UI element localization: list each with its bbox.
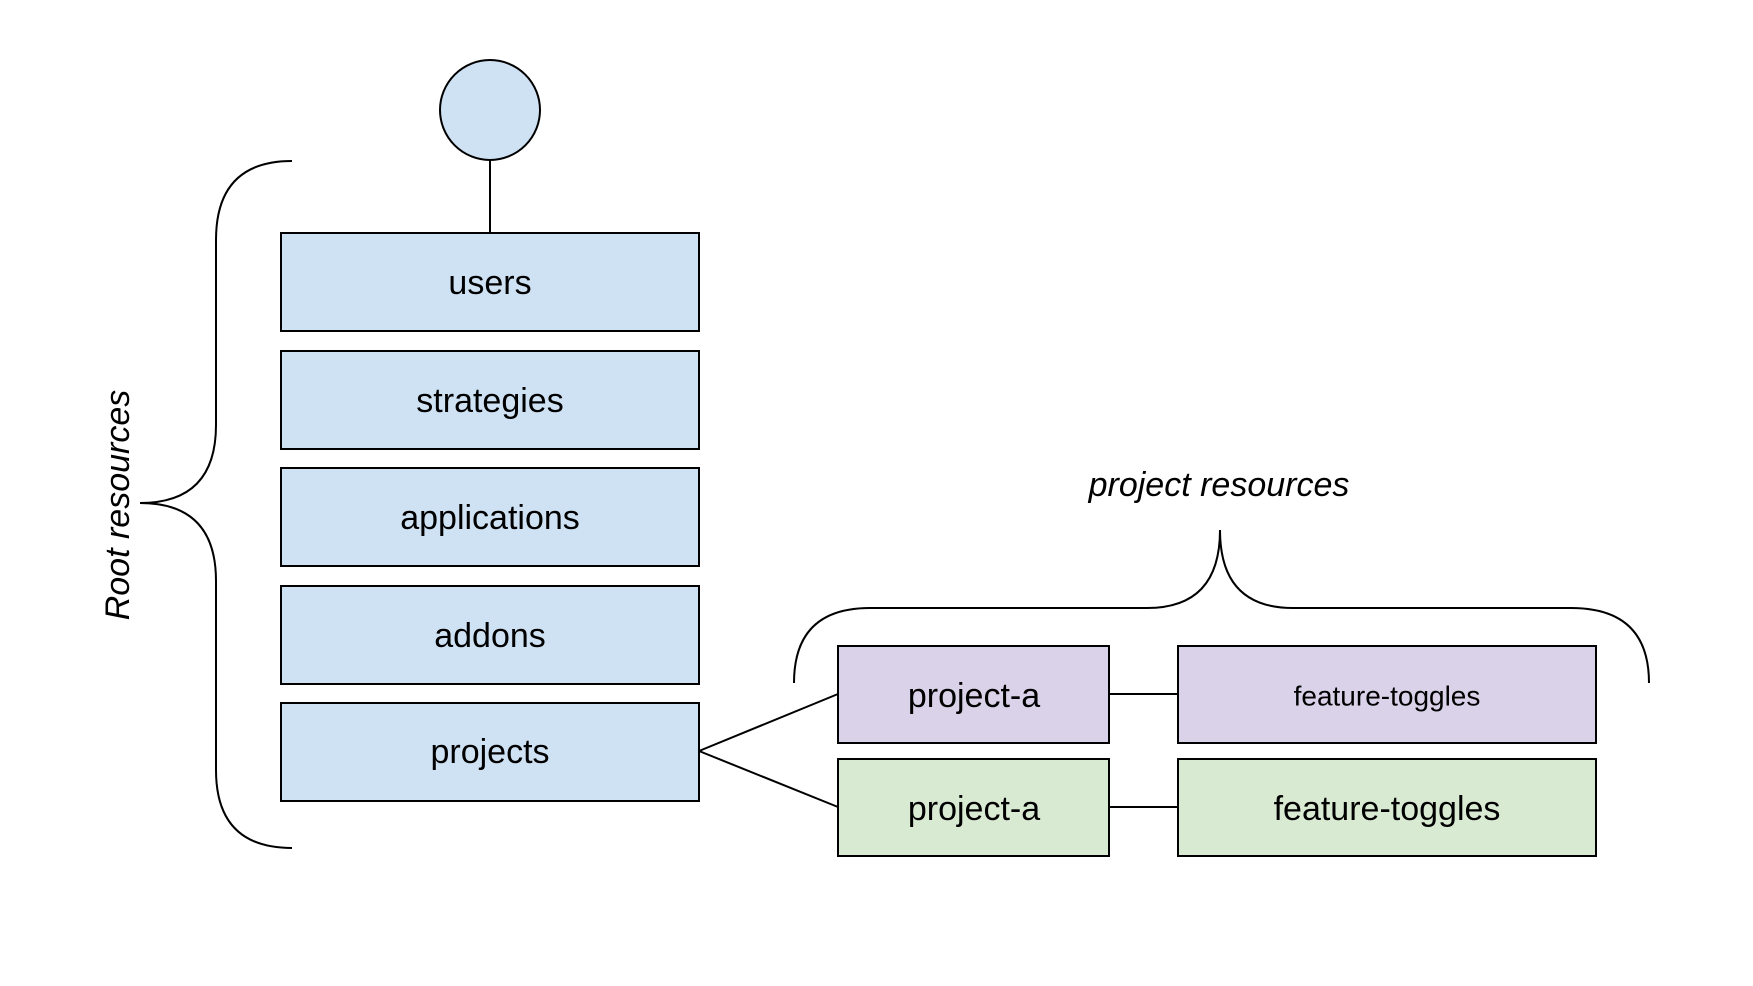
resource-box-applications: applications — [280, 467, 700, 567]
root-node — [439, 59, 541, 161]
feature-toggles-label-purple: feature-toggles — [1294, 681, 1481, 712]
project-box-green: project-a — [837, 758, 1110, 857]
project-label-purple: project-a — [908, 677, 1040, 715]
root-resources-brace — [139, 160, 293, 849]
projects-to-project-a-connector — [698, 693, 839, 752]
project-resources-label: project resources — [1088, 466, 1350, 504]
feature-toggles-box-green: feature-toggles — [1177, 758, 1597, 857]
resource-box-projects: projects — [280, 702, 700, 802]
resource-label-strategies: strategies — [416, 382, 563, 420]
feature-toggles-box-purple: feature-toggles — [1177, 645, 1597, 744]
root-circle-icon — [439, 59, 541, 161]
feature-toggles-label-green: feature-toggles — [1274, 790, 1501, 828]
resource-box-addons: addons — [280, 585, 700, 685]
resource-label-users: users — [448, 264, 531, 302]
project-box-purple: project-a — [837, 645, 1110, 744]
project-label-green: project-a — [908, 790, 1040, 828]
resource-box-users: users — [280, 232, 700, 332]
resource-label-applications: applications — [400, 499, 580, 537]
resource-label-addons: addons — [434, 617, 546, 655]
root-resources-label: Root resources — [99, 390, 137, 621]
resource-label-projects: projects — [430, 733, 549, 771]
project-resources-brace — [793, 529, 1650, 684]
projects-to-project-b-connector — [698, 750, 839, 808]
resource-box-strategies: strategies — [280, 350, 700, 450]
